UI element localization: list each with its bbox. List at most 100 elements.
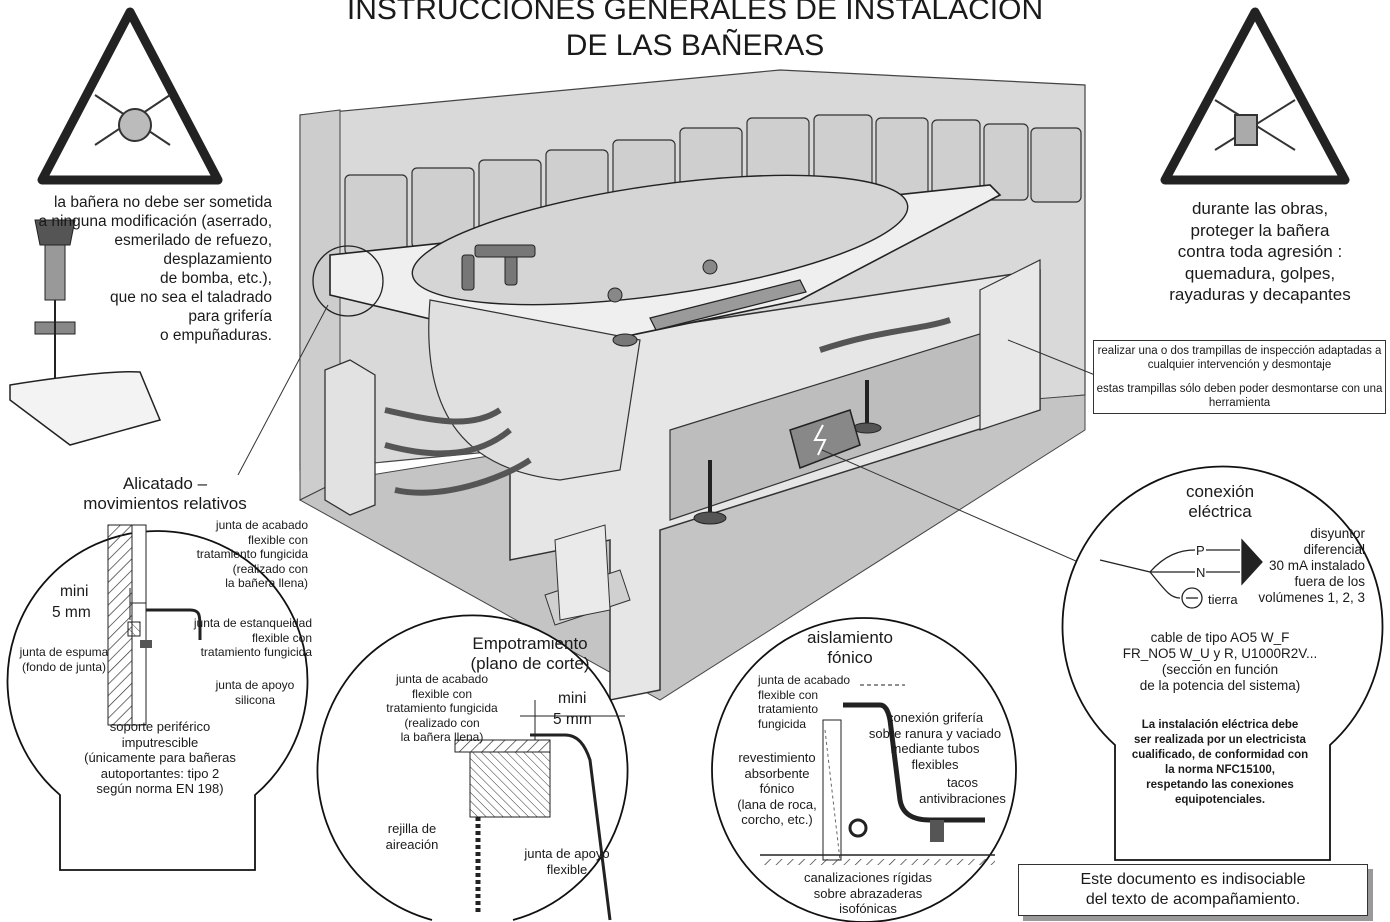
text-line: rayaduras y decapantes bbox=[1169, 285, 1351, 304]
text-line: que no sea el taladrado bbox=[109, 289, 272, 306]
title-line-2: DE LAS BAÑERAS bbox=[565, 29, 825, 62]
page-title: INSTRUCCIONES GENERALES DE INSTALACIÓN D… bbox=[300, 0, 1090, 64]
text-line: fónico bbox=[759, 781, 795, 796]
tiling-silicone-joint-label: junta de apoyo silicona bbox=[205, 678, 305, 707]
text-line: La instalación eléctrica debe bbox=[1141, 719, 1299, 731]
text-line: tratamiento fungicida bbox=[386, 701, 498, 715]
acoustic-pipes-label: canalizaciones rígidas sobre abrazaderas… bbox=[788, 870, 948, 917]
embed-finish-joint-label: junta de acabado flexible con tratamient… bbox=[372, 672, 512, 745]
tiling-finish-joint-label: junta de acabado flexible con tratamient… bbox=[150, 518, 308, 591]
tiling-mini-label: mini bbox=[60, 583, 89, 600]
text-line: disyuntor bbox=[1310, 526, 1365, 541]
text-line: cualificado, de conformidad con bbox=[1131, 749, 1309, 761]
footer-line: del texto de acompañamiento. bbox=[1085, 891, 1301, 908]
footer-note-box: Este documento es indisociable del texto… bbox=[1018, 864, 1368, 916]
text-line: (realizado con bbox=[404, 715, 480, 730]
heading-line: Alicatado – bbox=[122, 474, 208, 493]
right-warning-text: durante las obras, proteger la bañera co… bbox=[1150, 198, 1370, 306]
text-line: aireación bbox=[385, 836, 439, 852]
text-line: sobre ranura y vaciado bbox=[868, 725, 1002, 741]
text-line: flexible con bbox=[758, 687, 819, 702]
text-line: ser realizada por un electricista bbox=[1134, 734, 1306, 746]
text-line: para grifería bbox=[188, 308, 272, 325]
tiling-heading: Alicatado – movimientos relativos bbox=[60, 474, 270, 514]
warning-triangle-left bbox=[37, 7, 223, 185]
text-line: conexión grifería bbox=[886, 710, 984, 725]
text-line: (sección en función bbox=[1161, 662, 1279, 677]
text-line: flexible bbox=[546, 861, 588, 877]
detail-circle-tiling bbox=[6, 530, 309, 871]
text-line: soporte periférico bbox=[109, 719, 211, 734]
text-line: mediante tubos bbox=[890, 741, 980, 756]
text-line: silicona bbox=[234, 692, 276, 707]
heading-line: aislamiento bbox=[807, 628, 893, 647]
text-line: corcho, etc.) bbox=[741, 812, 813, 827]
text-line: (fondo de junta) bbox=[21, 659, 107, 674]
tiling-support-label: soporte periférico imputrescible (únicam… bbox=[60, 719, 260, 797]
text-line: (únicamente para bañeras bbox=[84, 750, 236, 765]
text-line: o empuñaduras. bbox=[159, 327, 272, 344]
text-line: de la potencia del sistema) bbox=[1139, 678, 1301, 693]
text-line: equipotenciales. bbox=[1174, 794, 1266, 806]
phase-label: P bbox=[1196, 543, 1205, 558]
text-line: proteger la bañera bbox=[1190, 220, 1330, 240]
bath-body bbox=[428, 299, 641, 481]
text-line: cable de tipo AO5 W_F bbox=[1150, 630, 1290, 645]
text-line: junta de acabado bbox=[758, 673, 851, 687]
text-line: junta de acabado bbox=[395, 672, 489, 686]
embed-mini-label: mini bbox=[558, 690, 587, 707]
detail-circle-acoustic bbox=[711, 617, 1017, 922]
text-line: la bañera llena) bbox=[400, 730, 484, 744]
embed-section-drawing bbox=[454, 700, 625, 921]
text-line: junta de acabado bbox=[215, 518, 308, 532]
text-line: revestimiento bbox=[738, 750, 816, 765]
embed-support-joint-label: junta de apoyo flexible bbox=[512, 846, 622, 877]
text-line: (realizado con bbox=[232, 561, 308, 576]
electric-junction-box bbox=[789, 409, 861, 469]
acoustic-connection-label: conexión grifería sobre ranura y vaciado… bbox=[855, 710, 1015, 772]
breaker-label: disyuntor diferencial 30 mA instalado fu… bbox=[1240, 526, 1365, 606]
heading-line: movimientos relativos bbox=[83, 494, 247, 513]
footer-line: Este documento es indisociable bbox=[1080, 871, 1306, 888]
inspection-note-box: realizar una o dos trampillas de inspecc… bbox=[1093, 340, 1386, 414]
text-line: quemadura, golpes, bbox=[1184, 263, 1336, 283]
electric-wiring-drawing bbox=[1099, 538, 1263, 609]
heading-line: Empotramiento bbox=[472, 634, 588, 653]
title-line-1: INSTRUCCIONES GENERALES DE INSTALACIÓN bbox=[346, 0, 1044, 26]
text-line: a ninguna modificación (aserrado, bbox=[38, 213, 273, 230]
text-line: isofónicas bbox=[839, 901, 897, 916]
embed-heading: Empotramiento (plano de corte) bbox=[440, 634, 620, 674]
corner-zoom-circle bbox=[312, 245, 384, 317]
electric-note: La instalación eléctrica debe ser realiz… bbox=[1110, 718, 1330, 808]
acoustic-studs-label: tacos antivibraciones bbox=[910, 775, 1015, 806]
text-line: flexible con bbox=[251, 630, 312, 645]
text-line: durante las obras, bbox=[1191, 199, 1329, 218]
text-line: autoportantes: tipo 2 bbox=[100, 765, 220, 781]
detail-circle-electric bbox=[1061, 465, 1384, 861]
tap-fittings bbox=[461, 244, 536, 291]
cable-label: cable de tipo AO5 W_F FR_NO5 W_U y R, U1… bbox=[1100, 630, 1340, 694]
text-line: FR_NO5 W_U y R, U1000R2V... bbox=[1122, 646, 1318, 661]
text-line: antivibraciones bbox=[919, 790, 1006, 806]
inspection-note-1: realizar una o dos trampillas de inspecc… bbox=[1097, 345, 1382, 371]
text-line: según norma EN 198) bbox=[96, 781, 224, 796]
text-line: tratamiento fungicida bbox=[196, 547, 308, 561]
text-line: desplazamiento bbox=[163, 251, 272, 268]
neutral-label: N bbox=[1196, 565, 1206, 580]
text-line: flexible con bbox=[247, 532, 308, 547]
spirit-level bbox=[649, 279, 807, 331]
text-line: de bomba, etc.), bbox=[159, 270, 272, 287]
pipes bbox=[384, 317, 951, 496]
text-line: junta de apoyo bbox=[215, 678, 295, 692]
text-line: junta de estanqueidad bbox=[193, 616, 312, 630]
text-line: tacos bbox=[946, 775, 979, 790]
text-line: respetando las conexiones bbox=[1146, 779, 1294, 791]
tiling-foam-joint-label: junta de espuma (fondo de junta) bbox=[14, 645, 114, 674]
heading-line: (plano de corte) bbox=[470, 654, 590, 673]
text-line: tratamiento fungicida bbox=[200, 645, 312, 659]
heading-line: fónico bbox=[827, 648, 873, 667]
bath-basin bbox=[411, 174, 909, 306]
drill-illustration bbox=[9, 219, 162, 446]
electric-heading: conexión eléctrica bbox=[1150, 482, 1290, 522]
